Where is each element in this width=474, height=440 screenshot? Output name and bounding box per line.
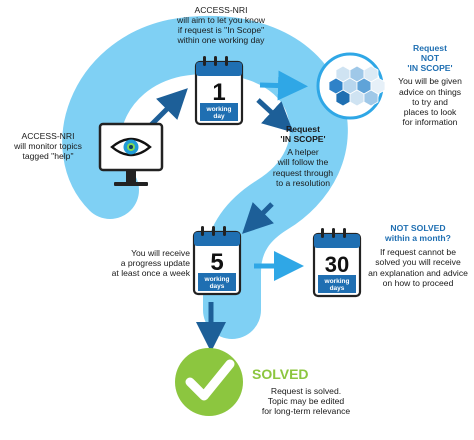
in-scope-title: Request: [286, 124, 320, 134]
calendar-1-working-day: 1 working day: [194, 56, 244, 126]
arrow-inscope-to-day5: [242, 202, 274, 234]
calendar-label-line1: working: [324, 278, 350, 285]
calendar-label-line2: days: [330, 285, 345, 292]
in-scope-block: Request 'IN SCOPE' A helper will follow …: [248, 124, 358, 188]
calendar-label-line2: day: [213, 113, 225, 120]
not-solved-title: NOT SOLVED: [390, 223, 446, 233]
checkmark-icon: [175, 348, 243, 416]
monitor-eye-icon: [98, 122, 164, 186]
arrow-day1-to-notinscope: [259, 70, 308, 101]
not-in-scope-block: Request NOT 'IN SCOPE' You will be given…: [388, 43, 472, 127]
calendar-label-line1: working: [206, 106, 232, 113]
arrow-day1-to-inscope: [256, 98, 294, 133]
solved-body: Request is solved. Topic may be edited f…: [261, 386, 351, 417]
calendar-number: 1: [212, 79, 225, 106]
calendar-5-working-days: 5 working days: [192, 226, 242, 296]
calendar-30-working-days: 30 working days: [312, 228, 362, 298]
top-note: ACCESS-NRI will aim to let you know if r…: [177, 5, 265, 46]
calendar-number: 30: [325, 252, 349, 277]
progress-note: You will receive a progress update at le…: [111, 248, 190, 279]
calendar-label-line2: days: [210, 283, 225, 290]
calendar-label-line1: working: [204, 276, 230, 283]
monitor-note: ACCESS-NRI will monitor topics tagged "h…: [14, 131, 82, 162]
solved-title: SOLVED: [252, 366, 309, 382]
hexagon-network-icon: [316, 52, 386, 120]
not-solved-block: NOT SOLVED within a month? If request ca…: [364, 223, 472, 288]
not-in-scope-title: Request: [413, 43, 447, 53]
calendar-number: 5: [210, 249, 223, 276]
